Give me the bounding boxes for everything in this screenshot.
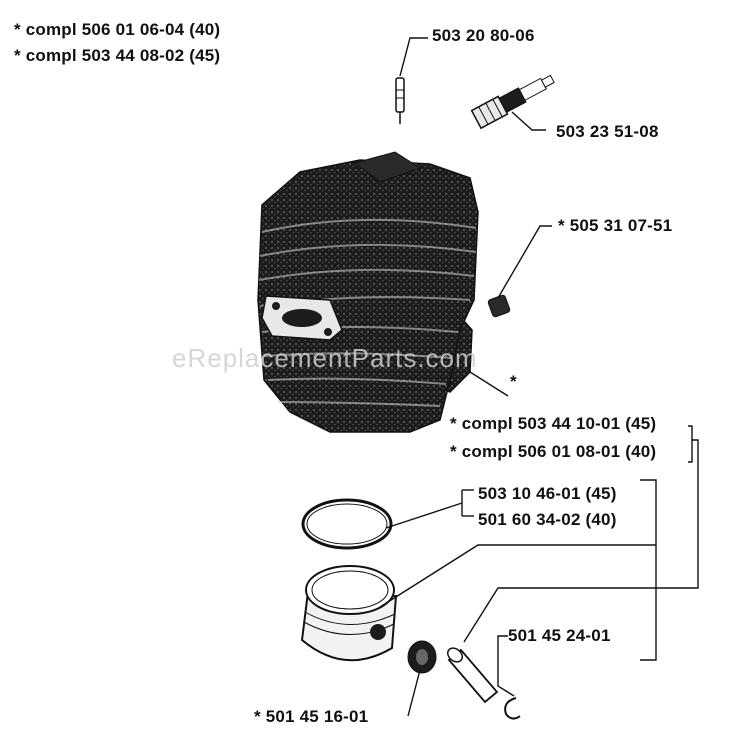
spark-plug-drawing [470, 74, 555, 130]
label-piston-compl-45: * compl 503 44 10-01 (45) [450, 414, 657, 433]
needle-bearing-drawing [407, 640, 437, 674]
watermark: eReplacementParts.com [172, 343, 478, 373]
piston-drawing [300, 565, 398, 662]
decompression-valve-drawing [395, 77, 405, 124]
label-part-501-45-16-01: * 501 45 16-01 [254, 707, 369, 726]
label-piston-compl-40: * compl 506 01 08-01 (40) [450, 442, 657, 461]
label-ring-40: 501 60 34-02 (40) [478, 510, 617, 529]
label-part-505-31-07-51: * 505 31 07-51 [558, 216, 673, 235]
label-part-501-45-24-01: 501 45 24-01 [508, 626, 611, 645]
label-part-503-20-80-06: 503 20 80-06 [432, 26, 535, 45]
circlip-drawing [504, 697, 521, 720]
cylinder-drawing [257, 151, 479, 433]
label-ring-45: 503 10 46-01 (45) [478, 484, 617, 503]
leader-lines [379, 37, 699, 717]
label-asterisk: * [510, 372, 517, 391]
piston-pin-drawing [447, 647, 499, 704]
label-cylinder-compl-45: * compl 503 44 08-02 (45) [14, 46, 221, 65]
piston-ring-drawing [301, 498, 393, 550]
label-part-503-23-51-08: 503 23 51-08 [556, 122, 659, 141]
label-cylinder-compl-40: * compl 506 01 06-04 (40) [14, 20, 221, 39]
nut-drawing [487, 294, 511, 318]
